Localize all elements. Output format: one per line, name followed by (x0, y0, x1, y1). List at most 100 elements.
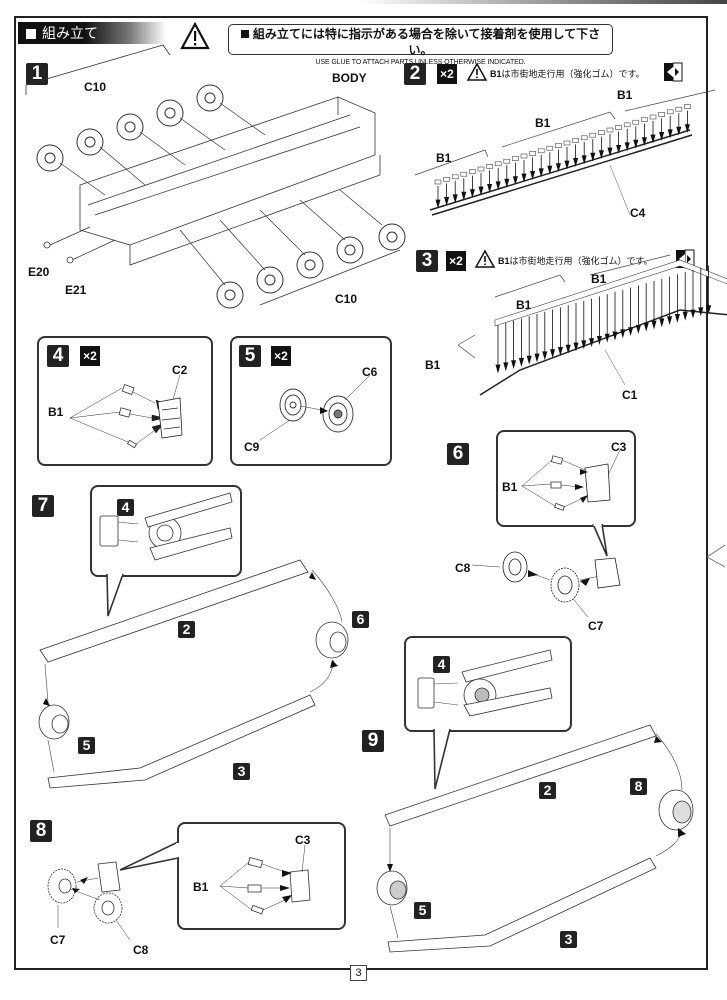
arrow-head (682, 311, 688, 321)
arrow-head (616, 145, 622, 154)
part-label-body: BODY (332, 71, 367, 85)
track-pad (434, 179, 442, 185)
arrow-head (635, 325, 641, 334)
track-pad (460, 171, 468, 177)
step-6-callout (496, 430, 636, 527)
arrow-head (503, 362, 509, 372)
track-pad (649, 114, 657, 120)
track-pad (658, 112, 665, 117)
step-ref-8: 8 (630, 778, 647, 795)
arrow-head (581, 155, 587, 165)
arrow-head (607, 147, 613, 157)
track-pad (451, 174, 459, 180)
step-5-badge: 5 (239, 345, 261, 367)
part-label-c6: C6 (362, 365, 378, 379)
part-label-c1: C1 (622, 388, 638, 402)
step-7-badge: 7 (32, 495, 54, 517)
arrow-head (690, 309, 696, 319)
arrow-head (565, 344, 571, 354)
track-pad (537, 148, 545, 154)
arrow-head (650, 134, 656, 144)
part-label-c10-bottom: C10 (335, 292, 358, 306)
arrow-head (557, 347, 563, 356)
part-label-c7: C7 (50, 933, 66, 947)
part-label-b1: B1 (535, 116, 551, 130)
part-label-b1: B1 (48, 405, 64, 419)
track-pad (632, 119, 640, 125)
track-pad (486, 164, 493, 169)
part-label-c9: C9 (244, 440, 260, 454)
part-label-e20: E20 (28, 265, 50, 279)
track-pad (477, 166, 485, 172)
step-ref-2: 2 (539, 782, 556, 799)
part-label-c2: C2 (172, 363, 188, 377)
step-9-badge: 9 (362, 730, 384, 752)
arrow-head (487, 184, 493, 193)
arrow-head (495, 364, 501, 374)
track-pad (512, 156, 519, 161)
arrow-head (684, 124, 690, 134)
part-label-c3: C3 (295, 833, 311, 847)
arrow-head (674, 314, 680, 323)
multiply-two-icon: ×2 (446, 251, 466, 271)
track-pad (606, 127, 614, 133)
track-pad (684, 104, 691, 109)
arrow-head (495, 181, 501, 191)
arrow-head (526, 355, 532, 365)
arrow-head (435, 199, 441, 209)
part-label-b1: B1 (617, 88, 633, 102)
arrow-head (598, 150, 604, 160)
section-title-text: 組み立て (42, 25, 98, 41)
arrow-head (512, 176, 518, 186)
part-label-b1: B1 (425, 358, 441, 372)
part-label-c3: C3 (611, 440, 627, 454)
arrow-head (542, 351, 548, 361)
arrow-head (612, 331, 618, 341)
step-4-drawing (69, 374, 183, 449)
step-8-drawing (47, 844, 311, 941)
arrow-head (596, 336, 602, 345)
multiply-two-icon: ×2 (437, 64, 457, 84)
part-label-b1: B1 (516, 298, 532, 312)
track-pad (520, 153, 528, 159)
step-3-badge: 3 (416, 250, 438, 272)
arrow-head (504, 178, 510, 188)
track-pad (675, 106, 683, 112)
warning-triangle-icon (474, 249, 496, 268)
step-6-badge: 6 (447, 443, 469, 465)
track-pad (529, 151, 536, 156)
arrow-head (667, 316, 673, 326)
section-title: 組み立て (18, 22, 166, 44)
step-ref-3: 3 (233, 763, 250, 780)
arrow-head (659, 318, 665, 328)
arrow-head (444, 197, 450, 206)
step-8-callout (177, 822, 346, 930)
step-8-badge: 8 (30, 820, 52, 842)
arrow-head (620, 329, 626, 339)
page-number: 3 (350, 965, 367, 981)
arrow-head (581, 340, 587, 350)
step-5-drawing (259, 374, 371, 441)
arrow-head (706, 305, 712, 315)
step-2-note: B1は市街地走行用（強化ゴム）です。 (490, 67, 645, 80)
track-pad (572, 138, 579, 143)
track-pad (589, 132, 597, 138)
step-ref-4: 4 (117, 499, 134, 516)
track-pad (615, 125, 622, 130)
direction-icon (664, 62, 683, 82)
top-edge-bar (360, 0, 727, 4)
note-text: は市街地走行用（強化ゴム）です。 (501, 69, 645, 79)
square-bullet-icon (26, 29, 36, 39)
track-pad (580, 135, 588, 141)
warning-triangle-icon (180, 21, 210, 50)
square-bullet-icon (240, 30, 249, 38)
step-1-body-drawing (25, 44, 406, 309)
step-7-track-assembly-drawing (38, 492, 349, 789)
arrow-head (698, 307, 704, 317)
arrow-head (511, 360, 517, 370)
note-part-b1: B1 (498, 256, 510, 266)
arrow-head (550, 349, 556, 359)
arrow-head (518, 358, 524, 367)
arrow-head (589, 338, 595, 348)
track-pad (443, 177, 450, 182)
